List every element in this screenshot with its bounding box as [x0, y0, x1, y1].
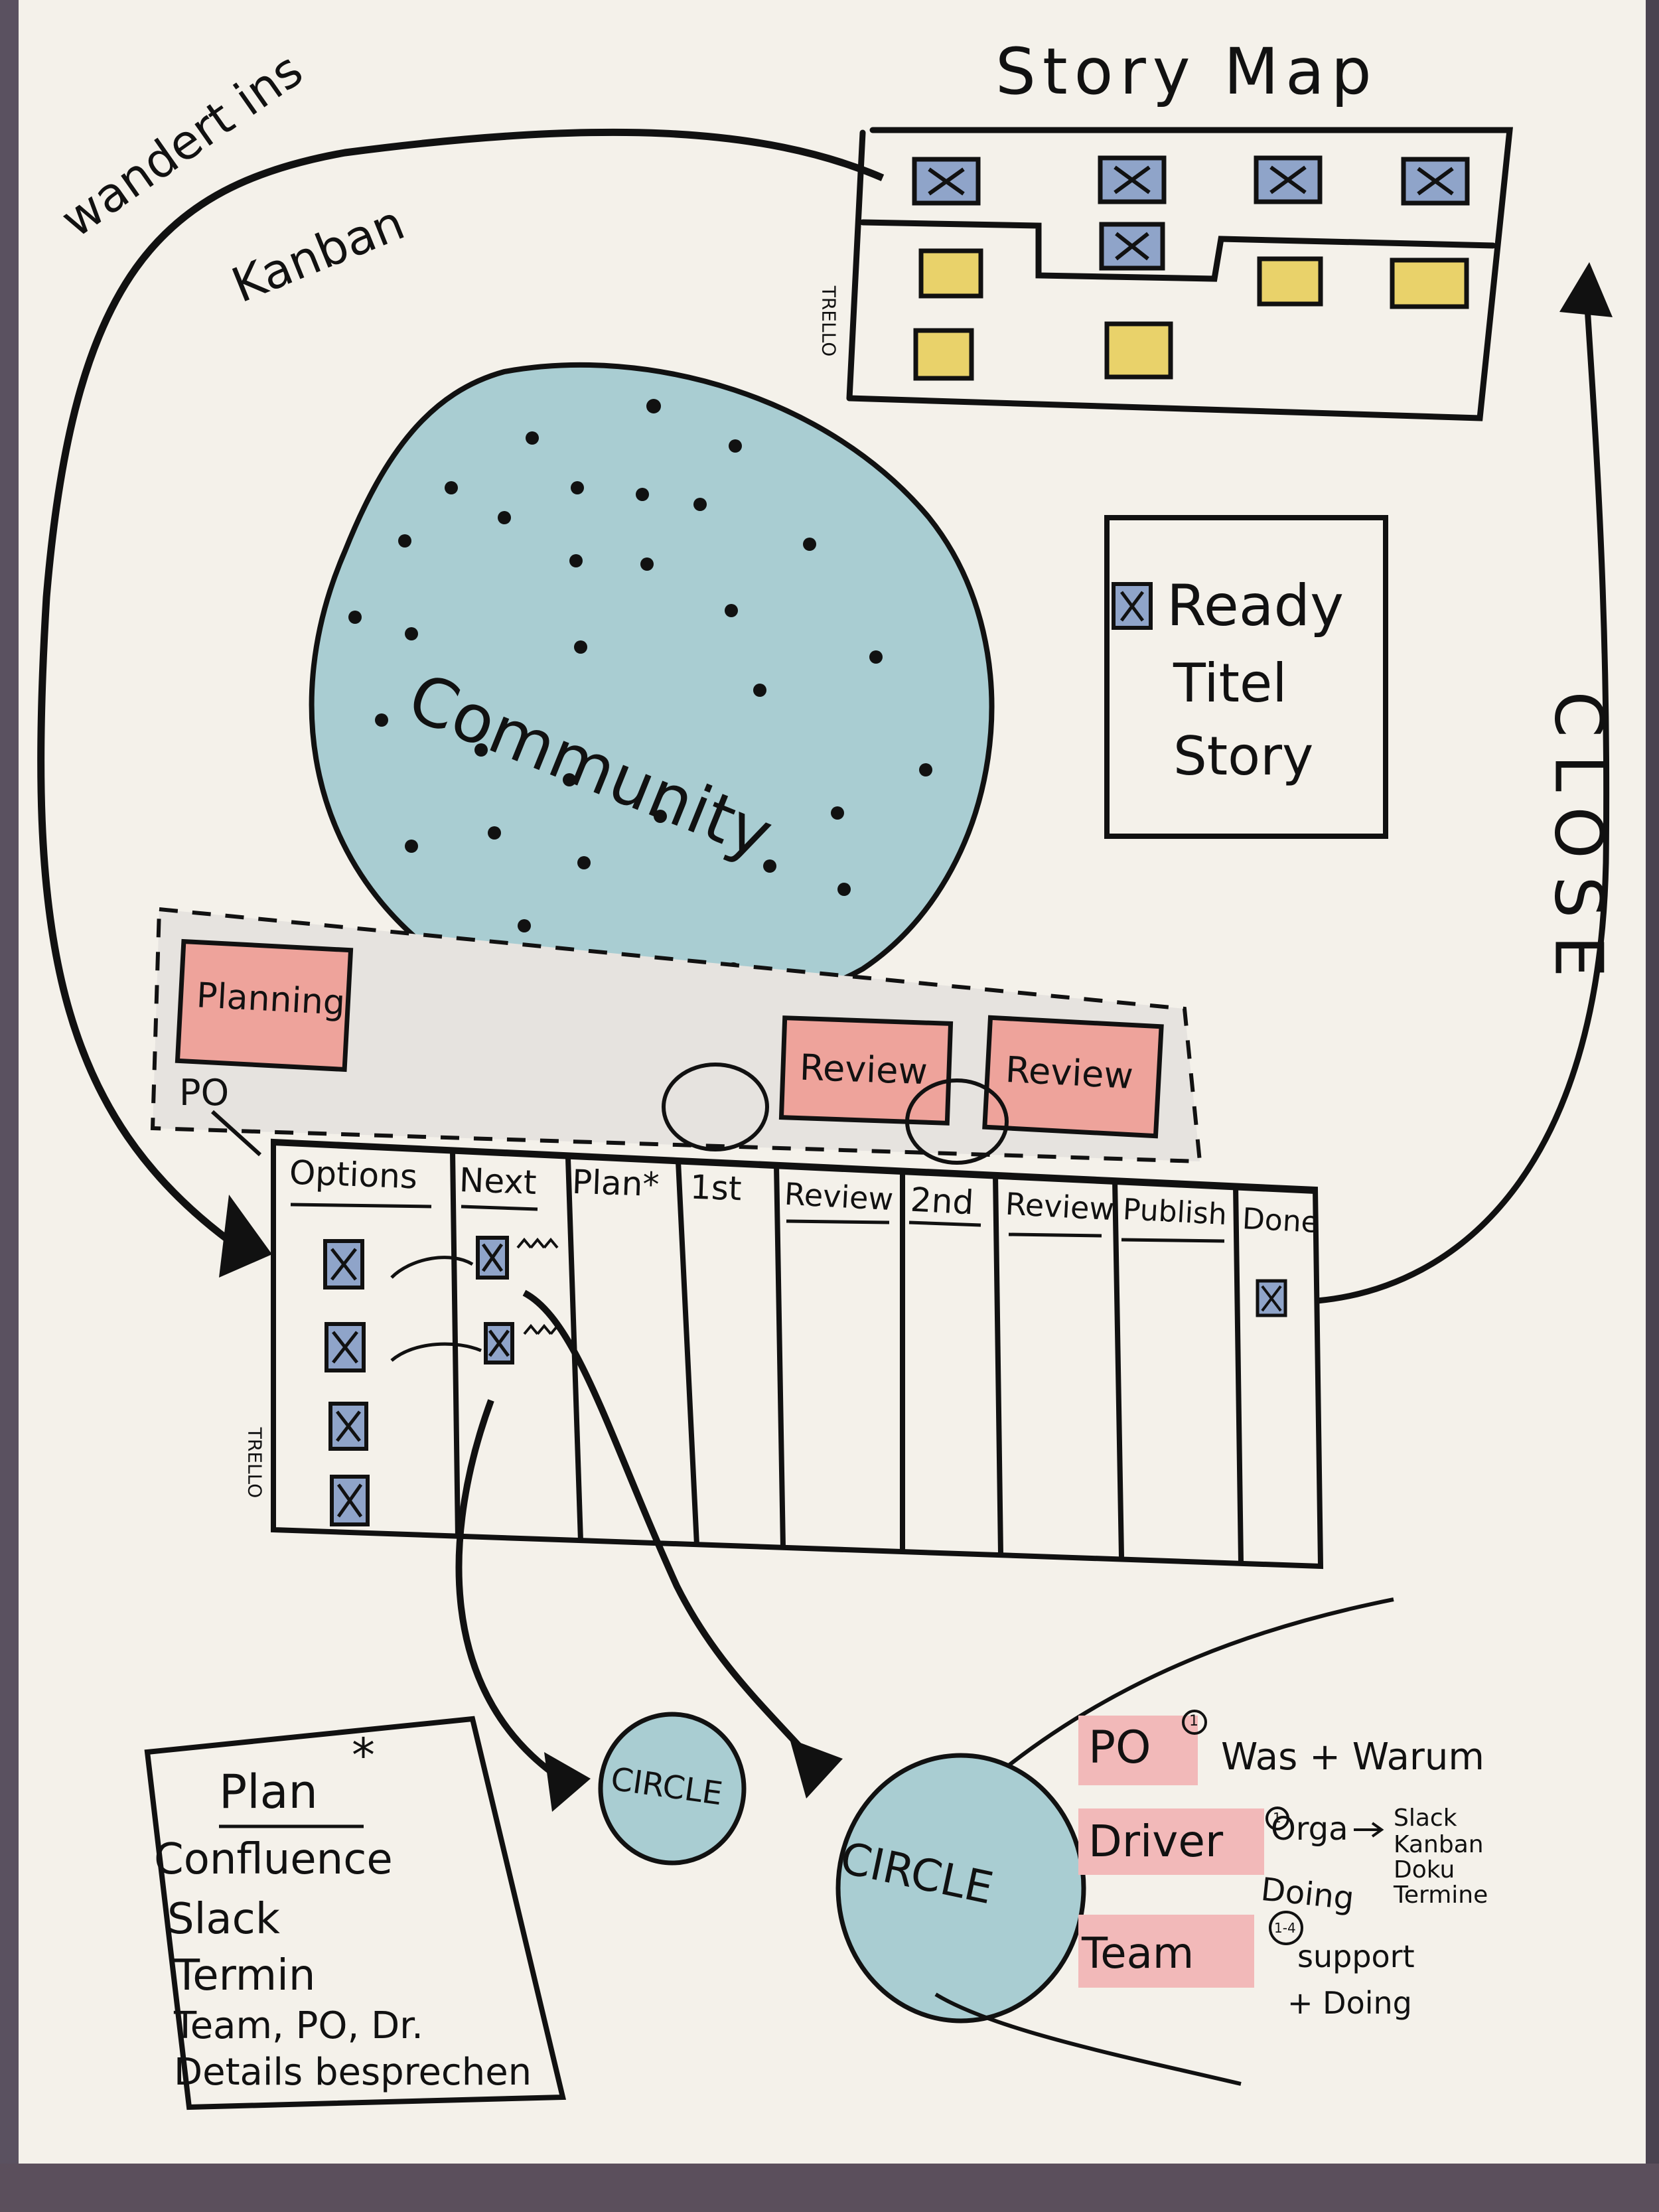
po-label: PO [179, 1075, 229, 1111]
close-label: CLOSE [1546, 691, 1612, 994]
story-card [1102, 224, 1163, 268]
role-po-count: 1 [1189, 1714, 1198, 1729]
planning-sticky: Planning [196, 978, 346, 1021]
kanban-col-next: Next [459, 1163, 537, 1199]
review-sticky-1: Review [799, 1050, 928, 1090]
story-card [914, 159, 978, 203]
story-card [1404, 159, 1467, 203]
plan-item-team: Team, PO, Dr. [174, 2008, 423, 2045]
kanban-col-done: Done [1242, 1205, 1320, 1238]
story-map-title: Story Map [995, 40, 1378, 104]
plan-item-termin: Termin [174, 1954, 315, 1997]
role-driver: Driver [1088, 1820, 1223, 1864]
bottom-shadow [0, 2164, 1659, 2212]
plan-item-details: Details besprechen [174, 2054, 532, 2091]
story-card [1100, 158, 1164, 202]
plan-item-confluence: Confluence [154, 1838, 393, 1881]
role-team-count: 1-4 [1274, 1921, 1296, 1935]
yellow-card [1107, 324, 1171, 377]
kanban-col-1st: 1st [689, 1171, 742, 1206]
driver-tool-slack: Slack [1394, 1806, 1457, 1830]
review-sticky-2: Review [1005, 1052, 1134, 1094]
legend-titel-text: Titel [1173, 657, 1287, 710]
yellow-card [916, 331, 972, 378]
legend-story-text: Story [1173, 730, 1313, 783]
role-team-desc2: + Doing [1287, 1988, 1412, 2018]
kanban-col-review-2: Review [1005, 1189, 1115, 1225]
yellow-card [921, 251, 981, 296]
yellow-card [1260, 259, 1321, 304]
role-po: PO [1088, 1726, 1151, 1771]
driver-tool-kanban: Kanban [1394, 1833, 1484, 1857]
kanban-col-plan: Plan* [571, 1165, 660, 1202]
role-po-desc: Was + Warum [1221, 1739, 1484, 1776]
kanban-trello-label: TRELLO [245, 1428, 263, 1499]
yellow-card [1392, 260, 1467, 307]
role-driver-desc2: Doing [1260, 1874, 1356, 1915]
side-shadow [0, 0, 19, 2212]
plan-title: Plan [219, 1769, 318, 1815]
kanban-col-publish: Publish [1122, 1195, 1228, 1230]
kanban-col-review-1: Review [784, 1179, 894, 1215]
role-team: Team [1082, 1933, 1194, 1975]
plan-title-star: * [352, 1732, 375, 1779]
kanban-col-options: Options [289, 1156, 418, 1194]
driver-tool-termine: Termine [1394, 1883, 1488, 1907]
story-map-trello-label: TRELLO [819, 286, 837, 357]
role-driver-desc: Orga [1271, 1813, 1348, 1845]
plan-item-slack: Slack [167, 1898, 280, 1941]
role-team-desc: support [1297, 1941, 1415, 1972]
story-card [1256, 158, 1320, 202]
driver-tool-doku: Doku [1394, 1858, 1455, 1882]
kanban-col-2nd: 2nd [910, 1183, 975, 1220]
legend-ready-text: Ready [1167, 577, 1344, 634]
